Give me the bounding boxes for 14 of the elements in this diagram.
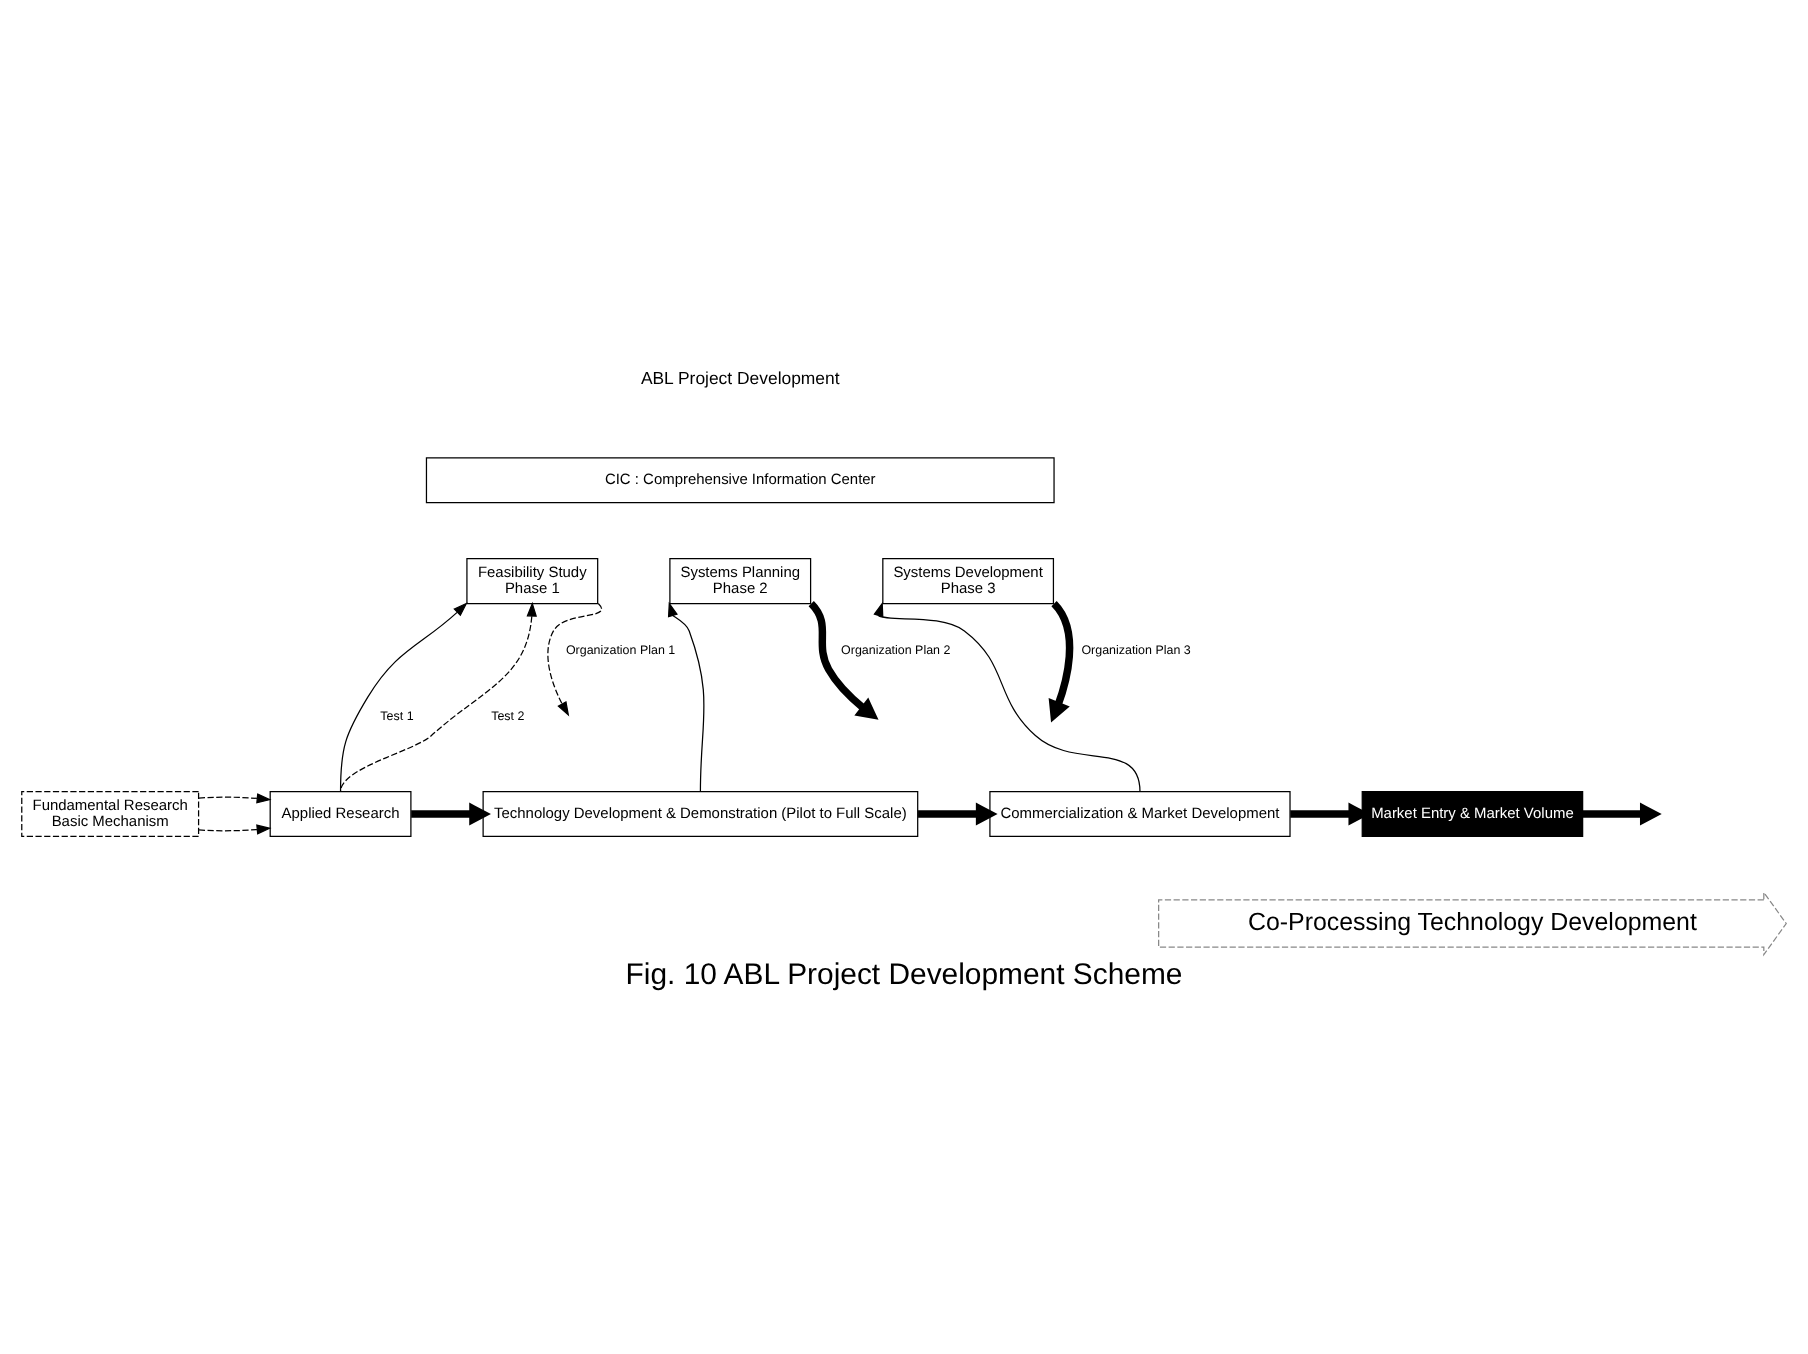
diagram-title: ABL Project Development <box>640 368 840 388</box>
arrow <box>411 802 491 826</box>
arrow <box>873 601 1141 793</box>
arrow <box>198 793 272 804</box>
caption: Fig. 10 ABL Project Development Scheme <box>625 957 1183 992</box>
arrow <box>547 602 603 717</box>
arrow <box>1582 802 1662 826</box>
arrow <box>667 601 705 793</box>
arrow <box>198 824 272 835</box>
arrow <box>808 601 879 720</box>
arrow <box>339 602 468 793</box>
arrow <box>918 802 998 826</box>
arrow <box>339 601 538 793</box>
arrow <box>1048 601 1074 723</box>
